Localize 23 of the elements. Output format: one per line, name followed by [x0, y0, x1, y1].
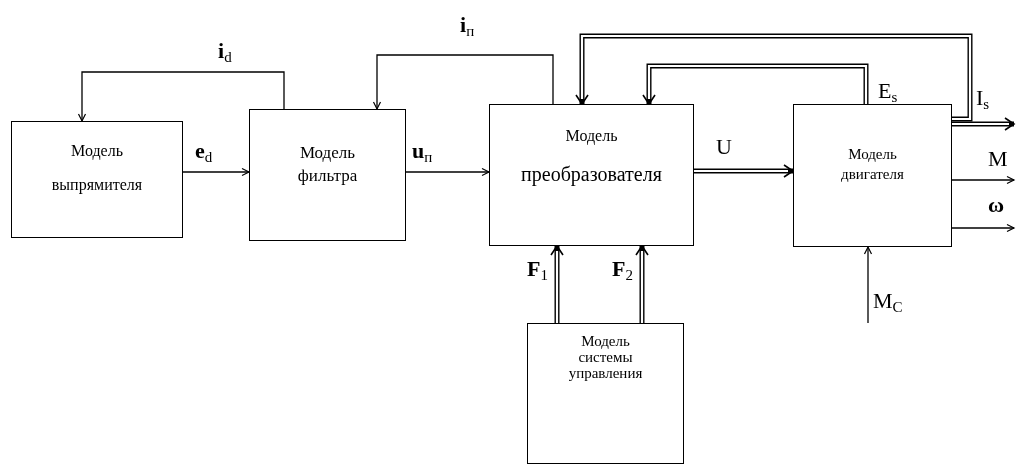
block-label: Модель двигателя [840, 145, 905, 184]
signal-label: u$_{п}$ [412, 140, 433, 165]
signal-label: F$_{2}$ [612, 258, 633, 283]
signal-label: i$_{d}$ [218, 40, 232, 65]
signal-label: E$_{s}$ [878, 80, 898, 105]
block-label: Модель системы управления [567, 334, 644, 382]
signal-label: ω [988, 194, 1005, 216]
signal-label: e$_{d}$ [195, 140, 213, 165]
model-block [527, 323, 684, 464]
model-block [489, 104, 694, 246]
block-label: преобразователя [520, 163, 663, 187]
signal-label: F$_{1}$ [527, 258, 548, 283]
block-label: Модель выпрямителя [50, 141, 144, 196]
block-label: Модель фильтра [296, 142, 359, 187]
block-label: Модель [564, 127, 619, 146]
signal-label: U [716, 136, 732, 158]
model-block [249, 109, 406, 241]
signal-label: i$_{п}$ [460, 14, 475, 39]
signal-label: M [988, 148, 1008, 170]
model-block [793, 104, 952, 247]
signal-label: M$_{C}$ [873, 290, 903, 315]
signal-label: I$_{s}$ [976, 87, 990, 112]
model-block [11, 121, 183, 238]
